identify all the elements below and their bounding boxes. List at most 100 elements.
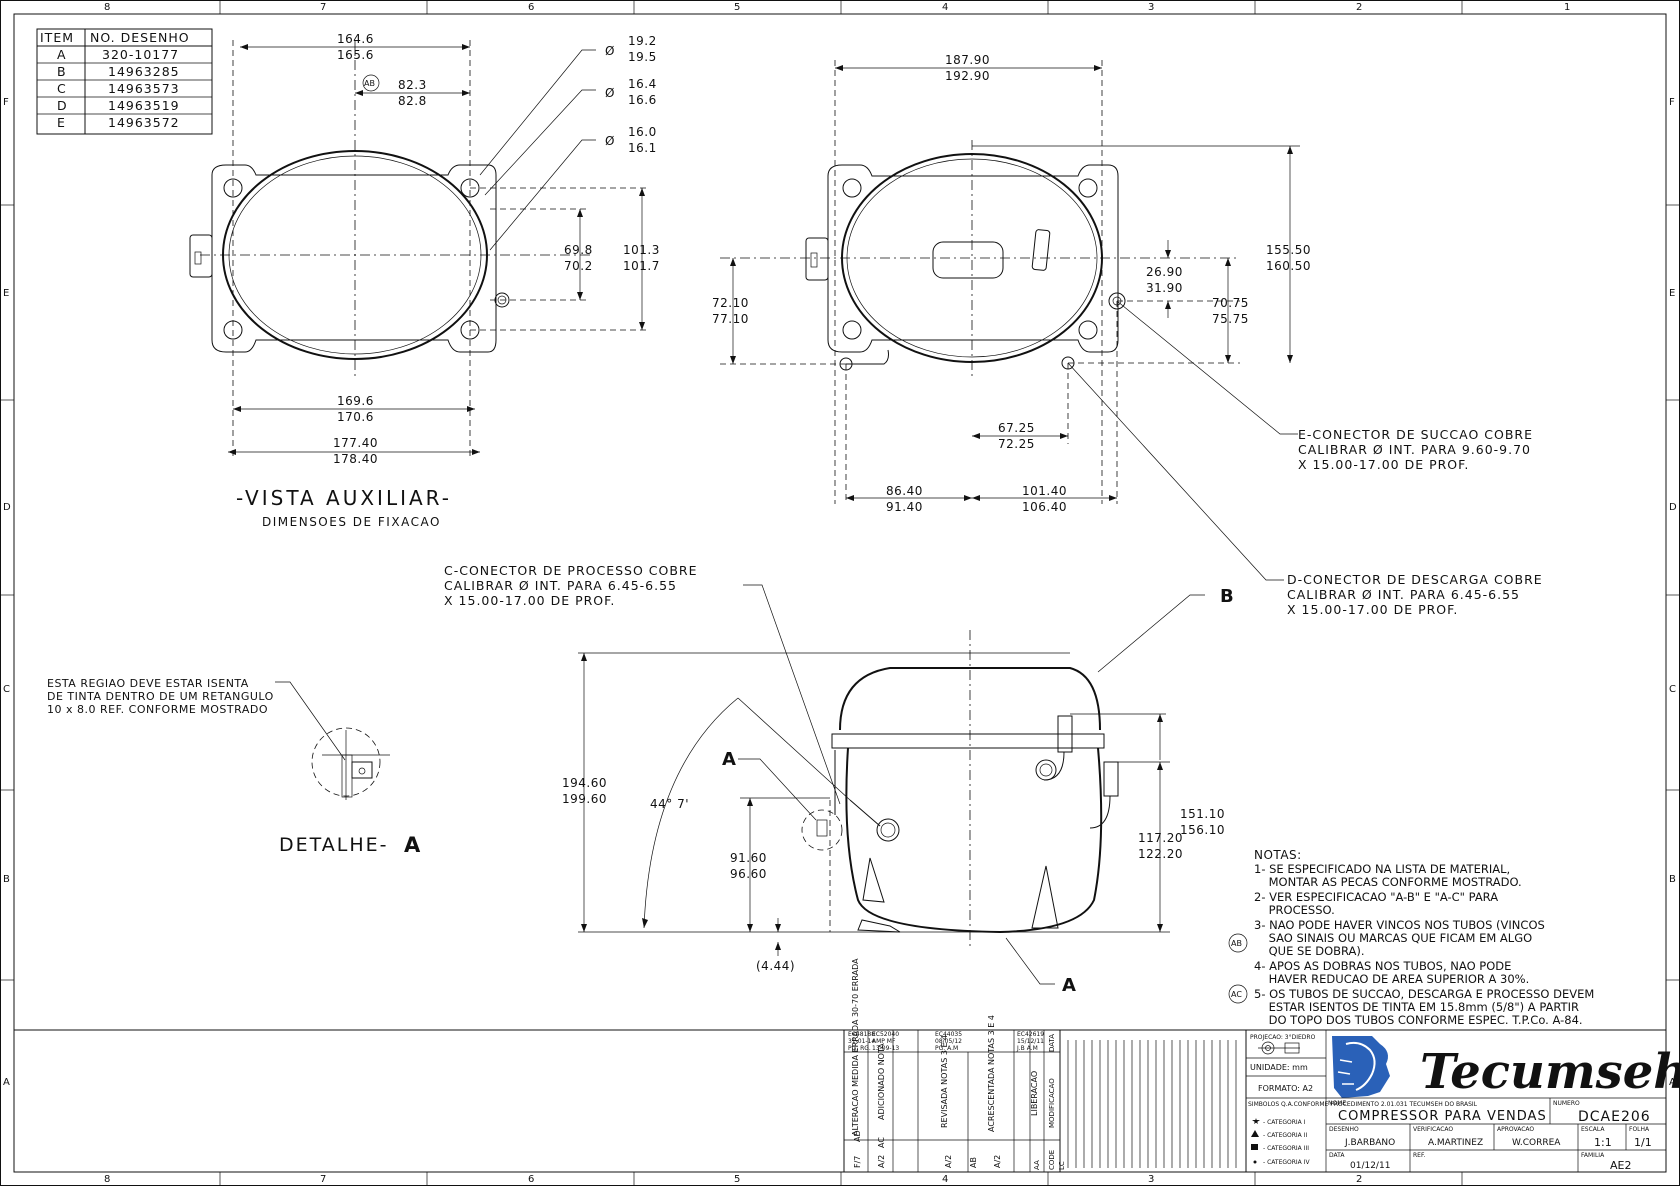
rev-zone: A/2 [877, 1155, 886, 1168]
rev-letter: AD [853, 1130, 862, 1142]
symbols-text: SIMBOLOS Q.A.CONFORME PROCEDIMENTO 2.01.… [1248, 1101, 1478, 1108]
dimension-text: 19.2 [628, 34, 657, 48]
detail-letter: A [404, 833, 421, 857]
familia-label: FAMILIA [1581, 1152, 1605, 1159]
zone-col-bottom: 5 [734, 1174, 740, 1185]
zone-row-right: B [1669, 874, 1676, 885]
detail-note-line1: ESTA REGIAO DEVE ESTAR ISENTA [47, 677, 249, 690]
zone-col-top: 7 [320, 2, 326, 13]
item-table: ITEM NO. DESENHO A 320-10177 B 14963285 … [36, 28, 213, 135]
item-table-header: ITEM [40, 30, 74, 45]
view-subtitle: DIMENSOES DE FIXACAO [262, 515, 441, 529]
verificacao-label: VERIFICACAO [1413, 1126, 1453, 1133]
zone-col-top: 8 [104, 2, 110, 13]
rev-description: ADICIONADO NOTA [877, 1043, 886, 1120]
dimension-text: 177.40 [333, 436, 378, 450]
dimension-text: 192.90 [945, 69, 990, 83]
dimension-text: 91.40 [886, 500, 923, 514]
desenho-label: DESENHO [1329, 1126, 1359, 1133]
dimension-text: 72.25 [998, 437, 1035, 451]
rev-ec: EC48188 [848, 1031, 875, 1038]
item-letter: E [57, 115, 66, 130]
label-a: A [722, 749, 736, 770]
dimension-text: 164.6 [337, 32, 374, 46]
tecumseh-logo: Tecumseh [1332, 1036, 1680, 1100]
connector-c-line2: CALIBRAR Ø INT. PARA 6.45-6.55 [444, 578, 677, 593]
dimension-text: 165.6 [337, 48, 374, 62]
zone-col-top: 2 [1356, 2, 1362, 13]
rev-by: PG. RG. [848, 1045, 871, 1052]
item-letter: B [57, 64, 67, 79]
zone-row-right: E [1669, 288, 1675, 299]
projection-text: PROJECAO: 3°DIEDRO [1250, 1034, 1316, 1041]
dimension-text: 96.60 [730, 867, 767, 881]
connector-e-line1: E-CONECTOR DE SUCCAO COBRE [1298, 427, 1533, 442]
note-line: PROCESSO. [1254, 903, 1335, 917]
item-letter: D [57, 98, 68, 113]
nome-label: NOME [1328, 1100, 1346, 1107]
rev-by: AMP MF [872, 1038, 896, 1045]
rev-letter: AB [969, 1157, 978, 1168]
category-ii: - CATEGORIA II [1263, 1132, 1307, 1139]
note-line: SAO SINAIS OU MARCAS QUE FICAM EM ALGO [1254, 931, 1532, 945]
data-label: DATA [1329, 1152, 1345, 1159]
units-text: UNIDADE: mm [1250, 1063, 1308, 1072]
dimension-text: 86.40 [886, 484, 923, 498]
notes: NOTAS: 1- SE ESPECIFICADO NA LISTA DE MA… [1228, 848, 1594, 1027]
note-line: DO TOPO DOS TUBOS CONFORME ESPEC. T.P.Co… [1254, 1013, 1583, 1027]
sheet-value: 1/1 [1634, 1136, 1652, 1149]
rev-description: ALTERACAO MEDIDA ERRADA 30-70 ERRADA [851, 958, 860, 1136]
dimension-text: 16.1 [628, 141, 657, 155]
zone-col-top: 4 [942, 2, 948, 13]
detail-a: ESTA REGIAO DEVE ESTAR ISENTA DE TINTA D… [47, 677, 421, 857]
ref-label: REF. [1413, 1152, 1425, 1159]
dimension-text: 199.60 [562, 792, 607, 806]
format-text: FORMATO: A2 [1258, 1084, 1313, 1093]
zone-row-left: F [3, 97, 9, 108]
dimension-text: 178.40 [333, 452, 378, 466]
zone-col-bottom: 7 [320, 1174, 326, 1185]
dimension-text: 160.50 [1266, 259, 1311, 273]
dimension-text: 170.6 [337, 410, 374, 424]
dimension-text: 101.7 [623, 259, 660, 273]
rev-ec: EC44035 [935, 1031, 962, 1038]
legal-text-block [1059, 1029, 1247, 1173]
dimension-text: 169.6 [337, 394, 374, 408]
angle-text: 44° 7' [650, 797, 689, 811]
zone-col-bottom: 4 [942, 1174, 948, 1185]
connector-d-line1: D-CONECTOR DE DESCARGA COBRE [1287, 572, 1543, 587]
dimension-text: 75.75 [1212, 312, 1249, 326]
rev-description: ACRESCENTADA NOTAS 3 E 4 [987, 1015, 996, 1132]
dimension-text: 70.75 [1212, 296, 1249, 310]
note-line: QUE SE DOBRA). [1254, 944, 1365, 958]
note-line: HAVER REDUCAO DE AREA SUPERIOR A 30%. [1254, 972, 1529, 986]
item-table-header: NO. DESENHO [90, 30, 190, 45]
item-letter: C [57, 81, 67, 96]
zone-row-left: C [3, 684, 10, 695]
dimension-text: 117.20 [1138, 831, 1183, 845]
scale-value: 1:1 [1594, 1136, 1612, 1149]
item-drawing-no: 14963519 [108, 98, 180, 113]
zone-row-left: D [3, 502, 11, 513]
dimension-text: 82.8 [398, 94, 427, 108]
dimension-text: 122.20 [1138, 847, 1183, 861]
dimension-text: 72.10 [712, 296, 749, 310]
revision-marker: AB [1231, 939, 1242, 948]
zone-row-right: A [1669, 1077, 1676, 1088]
dimension-text: 31.90 [1146, 281, 1183, 295]
dimension-text: 67.25 [998, 421, 1035, 435]
item-letter: A [57, 47, 67, 62]
dimension-text: 16.6 [628, 93, 657, 107]
zone-row-right: C [1669, 684, 1676, 695]
connector-d-line3: X 15.00-17.00 DE PROF. [1287, 602, 1458, 617]
dimension-text: 16.0 [628, 125, 657, 139]
zone-row-left: B [3, 874, 10, 885]
item-drawing-no: 14963285 [108, 64, 180, 79]
note-line: 2- VER ESPECIFICACAO "A-B" E "A-C" PARA [1254, 890, 1498, 904]
zone-col-top: 6 [528, 2, 534, 13]
rev-date: 15/12/11 [1017, 1038, 1044, 1045]
item-drawing-no: 14963573 [108, 81, 180, 96]
aprovacao-label: APROVACAO [1497, 1126, 1534, 1133]
zone-labels: 8 7 6 5 4 3 2 1 8 7 6 5 4 3 2 F E D C B … [3, 2, 1677, 1185]
